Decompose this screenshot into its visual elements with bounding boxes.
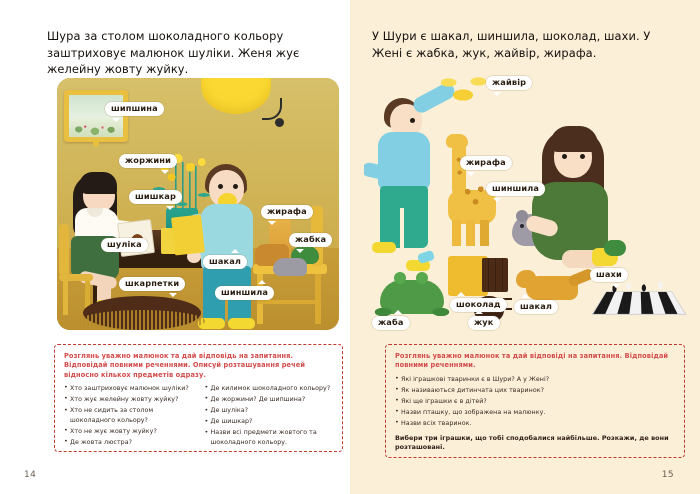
label-shynshyla-right[interactable]: шиншила xyxy=(486,182,546,202)
boy-eye-left xyxy=(218,184,223,189)
frog-eye-left xyxy=(394,272,406,284)
label-zhayvir[interactable]: жайвір xyxy=(486,76,533,96)
boy-right-trouser-split xyxy=(400,208,404,248)
chocolate-bar xyxy=(482,258,508,292)
left-task-column-1: Хто заштриховує малюнок шуліки? Хто жує … xyxy=(64,383,193,449)
question-item: Де шишкар? xyxy=(205,417,334,427)
right-task-box: Розглянь уважно малюнок та дай відповіді… xyxy=(385,344,685,458)
question-item: Які ще іграшки є в дітей? xyxy=(395,396,675,407)
left-task-question-columns: Хто заштриховує малюнок шуліки? Хто жує … xyxy=(64,383,334,449)
left-page-intro-text: Шура за столом шоколадного кольору заштр… xyxy=(47,29,300,76)
label-shulika[interactable]: шуліка xyxy=(101,232,148,252)
question-item: Які іграшкові тваринки є в Шури? А у Жен… xyxy=(395,374,675,385)
boy-eye-right xyxy=(233,184,238,189)
question-item: Назви всі предмети жовтого та шоколадног… xyxy=(205,428,334,447)
question-item: Хто не жує жовту жуйку? xyxy=(64,426,193,437)
left-page: Шура за столом шоколадного кольору заштр… xyxy=(0,0,350,494)
girl-collar xyxy=(87,208,103,217)
chinchilla-ear xyxy=(516,210,528,222)
boy-right-trousers xyxy=(380,186,428,248)
label-shypshyna[interactable]: шипшина xyxy=(105,102,164,122)
question-item: Назви всіх тваринок. xyxy=(395,418,675,429)
boy-paper xyxy=(171,214,205,256)
label-zhorzhyny[interactable]: жоржини xyxy=(119,154,177,174)
right-task-footer: Вибери три іграшки, що тобі сподобалися … xyxy=(395,433,669,452)
picture-rosehip-art xyxy=(69,118,123,137)
chair-girl-leg xyxy=(63,281,68,315)
question-item: Де жовта люстра? xyxy=(64,437,193,448)
question-item: Де килимок шоколадного кольору? xyxy=(205,383,334,394)
chinchilla-eye xyxy=(520,224,524,228)
label-shkarpetky[interactable]: шкарпетки xyxy=(119,277,186,297)
label-zhaba[interactable]: жаба xyxy=(372,310,410,330)
giraffe-legs xyxy=(452,220,494,246)
left-page-number: 14 xyxy=(24,470,37,480)
question-item: Хто жує желейну жовту жуйку? xyxy=(64,395,193,405)
question-item: Хто не сидить за столом шоколадного коль… xyxy=(64,406,193,425)
lamp-bulb xyxy=(275,118,284,127)
frame-hook xyxy=(93,142,99,147)
left-task-column-2: Де килимок шоколадного кольору? Де жоржи… xyxy=(205,383,334,449)
label-shakal[interactable]: шакал xyxy=(203,249,248,269)
toy-chinchilla xyxy=(273,258,307,276)
chess-pieces xyxy=(608,278,672,296)
girl-hair-front xyxy=(79,172,117,194)
label-shokolad[interactable]: шоколад xyxy=(450,292,507,312)
jackal-head xyxy=(516,270,536,288)
label-shakal-right[interactable]: шакал xyxy=(514,294,559,314)
girl-right-shoe-2 xyxy=(604,240,626,256)
chair-girl-back xyxy=(59,224,69,276)
right-illustration: жайвір жирафа шиншила шоколад шахи жаба … xyxy=(364,72,694,334)
label-zhuk[interactable]: жук xyxy=(468,310,500,330)
boy-right-shoe-right xyxy=(406,260,430,271)
boy-shoe-left xyxy=(198,318,225,329)
girl-right-eye-right xyxy=(580,154,585,159)
chair-girl-seat xyxy=(59,274,93,281)
chair-toys-rung xyxy=(257,300,321,304)
frog-eye-right xyxy=(416,272,428,284)
left-task-box: Розглянь уважно малюнок та дай відповідь… xyxy=(54,344,343,452)
label-zhabka[interactable]: жабка xyxy=(289,233,333,253)
right-page-intro-text: У Шури є шакал, шиншила, шоколад, шахи. … xyxy=(372,29,651,60)
toy-plane xyxy=(416,249,436,265)
girl-eye xyxy=(105,191,108,194)
lark-bird xyxy=(440,74,488,108)
boy-right-shoe-left xyxy=(372,242,396,253)
question-item: Де шуліка? xyxy=(205,406,334,416)
right-page-number: 15 xyxy=(661,470,674,480)
girl-right-eye-left xyxy=(562,154,567,159)
rug-fringe xyxy=(79,310,205,330)
girl-right-hair-front xyxy=(550,126,598,152)
boy-trouser-split xyxy=(225,288,228,322)
right-task-heading: Розглянь уважно малюнок та дай відповіді… xyxy=(395,352,669,370)
boy-right-shirt xyxy=(378,132,430,190)
left-task-heading: Розглянь уважно малюнок та дай відповідь… xyxy=(64,352,306,379)
right-page: У Шури є шакал, шиншила, шоколад, шахи. … xyxy=(350,0,700,494)
label-zhyrafa-right[interactable]: жирафа xyxy=(460,156,512,176)
boy-right-eye xyxy=(410,118,415,123)
chair-toys-leg2 xyxy=(315,274,321,324)
label-shakhy[interactable]: шахи xyxy=(590,268,628,288)
chocolate-wrapper xyxy=(448,256,488,296)
boy-shoe-right xyxy=(228,318,255,329)
lamp-arm xyxy=(262,98,282,120)
label-zhyrafa[interactable]: жирафа xyxy=(261,205,313,225)
giraffe-head xyxy=(446,134,468,148)
label-shynshyla[interactable]: шиншила xyxy=(215,280,275,300)
question-item: Хто заштриховує малюнок шуліки? xyxy=(64,383,193,394)
right-task-questions: Які іграшкові тваринки є в Шури? А у Жен… xyxy=(395,374,675,429)
chair-girl-leg-2 xyxy=(85,281,90,315)
question-item: Назви пташку, що зображена на малюнку. xyxy=(395,407,675,418)
left-illustration: шипшина жоржини шишкар шуліка шкарпетки … xyxy=(57,78,339,330)
label-shyshkar[interactable]: шишкар xyxy=(129,190,182,210)
question-item: Де жоржини? Де шипшина? xyxy=(205,395,334,405)
question-item: Як називаються дитинчата цих тваринок? xyxy=(395,385,675,396)
